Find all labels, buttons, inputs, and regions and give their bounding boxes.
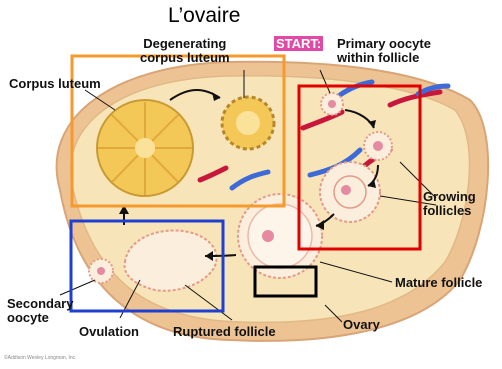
- label-secondary-oocyte: Secondary oocyte: [7, 297, 73, 325]
- start-badge: START:: [274, 36, 323, 51]
- page-title: L’ovaire: [168, 4, 240, 28]
- corpus-luteum: [97, 100, 193, 196]
- degenerating-corpus-luteum: [222, 97, 274, 149]
- label-ruptured-follicle: Ruptured follicle: [173, 325, 276, 339]
- label-ovulation: Ovulation: [79, 325, 139, 339]
- primary-follicle: [321, 93, 343, 115]
- label-growing-follicles: Growing follicles: [423, 190, 476, 218]
- growing-follicle-small: [364, 132, 392, 160]
- label-primary-oocyte: Primary oocyte within follicle: [337, 37, 431, 65]
- growing-follicle-large: [320, 162, 380, 222]
- label-ovary: Ovary: [343, 318, 380, 332]
- label-mature-follicle: Mature follicle: [395, 276, 482, 290]
- label-start: START:: [274, 37, 323, 51]
- secondary-oocyte: [89, 259, 113, 283]
- copyright-credit: ©Addison Wesley Longman, Inc.: [4, 355, 77, 361]
- label-degenerating-corpus-luteum: Degenerating corpus luteum: [140, 37, 230, 65]
- label-corpus-luteum: Corpus luteum: [9, 77, 101, 91]
